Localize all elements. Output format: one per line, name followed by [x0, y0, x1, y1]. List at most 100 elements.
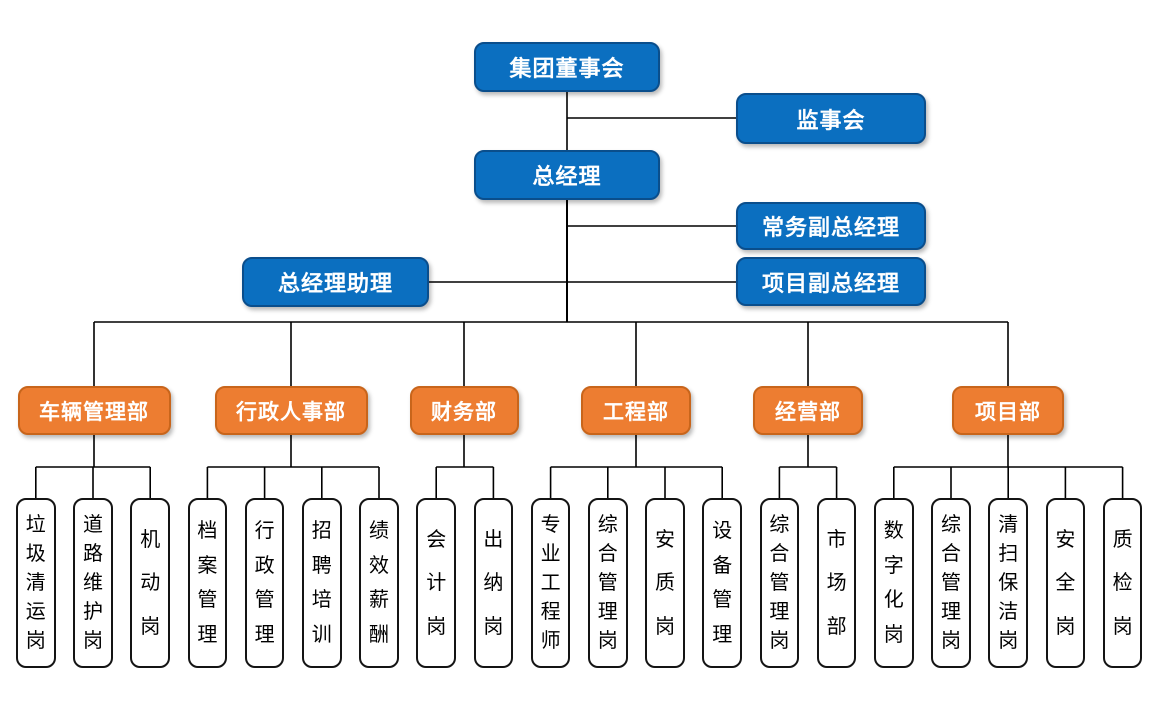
position-label-char: 运 [25, 601, 46, 623]
position-box: 会计岗 [416, 498, 456, 668]
position-label-char: 清 [998, 514, 1019, 536]
position-label-char: 保 [998, 572, 1019, 594]
position-label-char: 岗 [25, 630, 46, 652]
position-label-char: 理 [941, 601, 961, 623]
position-label-char: 岗 [655, 615, 675, 638]
department-box: 项目部 [952, 386, 1064, 435]
position-label-char: 理 [712, 624, 733, 647]
node-executive-deputy-gm: 常务副总经理 [736, 202, 926, 250]
position-label-char: 综 [597, 514, 618, 536]
position-box: 垃圾清运岗 [16, 498, 56, 668]
position-label-char: 岗 [769, 630, 790, 652]
node-label: 总经理助理 [277, 271, 393, 296]
position-box: 行政管理 [244, 498, 285, 668]
node-label: 监事会 [796, 107, 866, 133]
position-label-char: 动 [140, 572, 161, 594]
position-label-char: 设 [712, 519, 733, 542]
department-box: 工程部 [581, 386, 691, 435]
department-box: 车辆管理部 [17, 386, 171, 435]
position-label-char: 岗 [426, 615, 447, 638]
position-label-char: 场 [826, 572, 847, 594]
position-label-char: 理 [597, 601, 618, 623]
position-label-char: 理 [197, 624, 218, 647]
position-label-char: 管 [254, 589, 275, 612]
position-label-char: 行 [254, 519, 275, 542]
position-label-char: 计 [426, 572, 447, 594]
position-label-char: 出 [483, 528, 504, 551]
position-label-char: 全 [1055, 572, 1076, 594]
position-label-char: 清 [25, 572, 46, 594]
position-label-char: 圾 [25, 543, 46, 565]
node-label: 项目副总经理 [761, 270, 900, 296]
position-label-char: 业 [540, 543, 561, 565]
position-label-char: 数 [883, 519, 904, 542]
position-label-char: 合 [597, 543, 618, 565]
position-label-char: 质 [1112, 528, 1133, 551]
position-label-char: 部 [826, 615, 847, 638]
position-box: 绩效薪酬 [359, 498, 399, 668]
position-label-char: 工 [540, 572, 561, 594]
node-label: 总经理 [532, 164, 602, 189]
position-label-char: 检 [1112, 572, 1133, 594]
position-label-char: 字 [883, 554, 904, 577]
position-label-char: 岗 [597, 630, 618, 652]
position-label-char: 护 [83, 601, 103, 623]
position-label-char: 综 [941, 514, 961, 536]
position-label-char: 岗 [483, 615, 504, 638]
position-label-char: 会 [426, 528, 447, 551]
position-label-char: 安 [655, 528, 675, 551]
position-label-char: 岗 [140, 615, 161, 638]
position-label-char: 政 [254, 554, 275, 577]
position-label-char: 垃 [25, 514, 46, 536]
position-label-char: 程 [540, 601, 561, 623]
position-box: 道路维护岗 [73, 498, 113, 668]
position-label-char: 招 [311, 519, 332, 542]
position-label-char: 化 [883, 589, 904, 612]
department-label: 经营部 [775, 400, 841, 424]
node-label: 常务副总经理 [761, 215, 900, 240]
department-label: 项目部 [975, 400, 1041, 424]
position-label-char: 合 [769, 543, 790, 565]
department-box: 经营部 [753, 386, 863, 435]
position-box: 综合管理岗 [588, 498, 628, 668]
position-label-char: 酬 [369, 624, 389, 647]
position-box: 质检岗 [1102, 498, 1143, 668]
position-label-char: 质 [655, 572, 675, 594]
position-label-char: 训 [311, 624, 332, 647]
node-general-manager: 总经理 [474, 150, 660, 200]
position-label-char: 管 [941, 572, 961, 594]
department-label: 财务部 [431, 400, 497, 424]
position-box: 市场部 [816, 498, 857, 668]
position-box: 安全岗 [1045, 498, 1086, 668]
department-label: 行政人事部 [236, 400, 346, 424]
position-label-char: 维 [83, 572, 103, 594]
position-label-char: 档 [197, 519, 218, 542]
position-box: 招聘培训 [302, 498, 342, 668]
position-label-char: 岗 [998, 630, 1019, 652]
position-label-char: 合 [941, 543, 961, 565]
position-label-char: 扫 [998, 543, 1019, 565]
position-label-char: 管 [597, 572, 618, 594]
position-box: 清扫保洁岗 [988, 498, 1028, 668]
position-label-char: 专 [540, 514, 561, 536]
position-box: 安质岗 [645, 498, 685, 668]
position-label-char: 纳 [483, 572, 504, 594]
position-label-char: 安 [1055, 528, 1076, 551]
department-label: 车辆管理部 [39, 400, 149, 424]
node-gm-assistant: 总经理助理 [242, 257, 429, 307]
position-box: 综合管理岗 [759, 498, 800, 668]
position-label-char: 路 [83, 543, 103, 565]
position-label-char: 岗 [883, 624, 904, 647]
position-label-char: 培 [311, 589, 332, 612]
position-box: 数字化岗 [874, 498, 914, 668]
node-label: 集团董事会 [509, 56, 625, 81]
position-label-char: 管 [712, 589, 733, 612]
position-box: 设备管理 [702, 498, 742, 668]
position-label-char: 薪 [369, 589, 389, 612]
position-label-char: 道 [83, 514, 103, 536]
node-group-board: 集团董事会 [474, 42, 660, 92]
node-supervisory-board: 监事会 [736, 93, 926, 144]
position-label-char: 备 [712, 554, 733, 577]
